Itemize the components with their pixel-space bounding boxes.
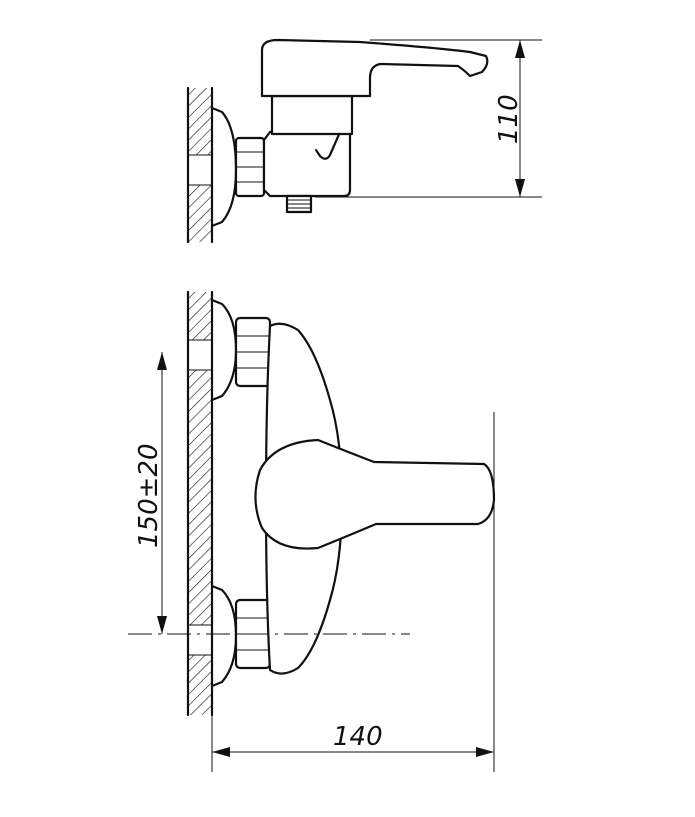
- side-escutcheon: [210, 106, 238, 228]
- dim-height: 110: [315, 39, 542, 198]
- front-escutcheon-top: [210, 298, 238, 402]
- front-lever: [254, 438, 496, 550]
- dim-spacing-label: 150±20: [134, 444, 164, 549]
- dim-depth-label: 140: [333, 722, 383, 752]
- side-view: 110: [186, 38, 542, 244]
- side-lever: [260, 38, 489, 98]
- side-cartridge: [270, 94, 354, 136]
- side-body: [262, 130, 352, 198]
- dim-height-label: 110: [494, 94, 524, 144]
- dim-depth: 140: [211, 412, 495, 772]
- side-outlet-thread: [285, 194, 313, 214]
- side-hex-nut: [234, 136, 266, 198]
- front-escutcheon-bottom: [210, 584, 238, 688]
- front-wall: [186, 290, 214, 717]
- dim-spacing: 150±20: [134, 352, 167, 634]
- side-wall: [186, 86, 214, 244]
- front-view: 150±20 140: [128, 290, 496, 772]
- front-hex-nut-top: [234, 316, 272, 388]
